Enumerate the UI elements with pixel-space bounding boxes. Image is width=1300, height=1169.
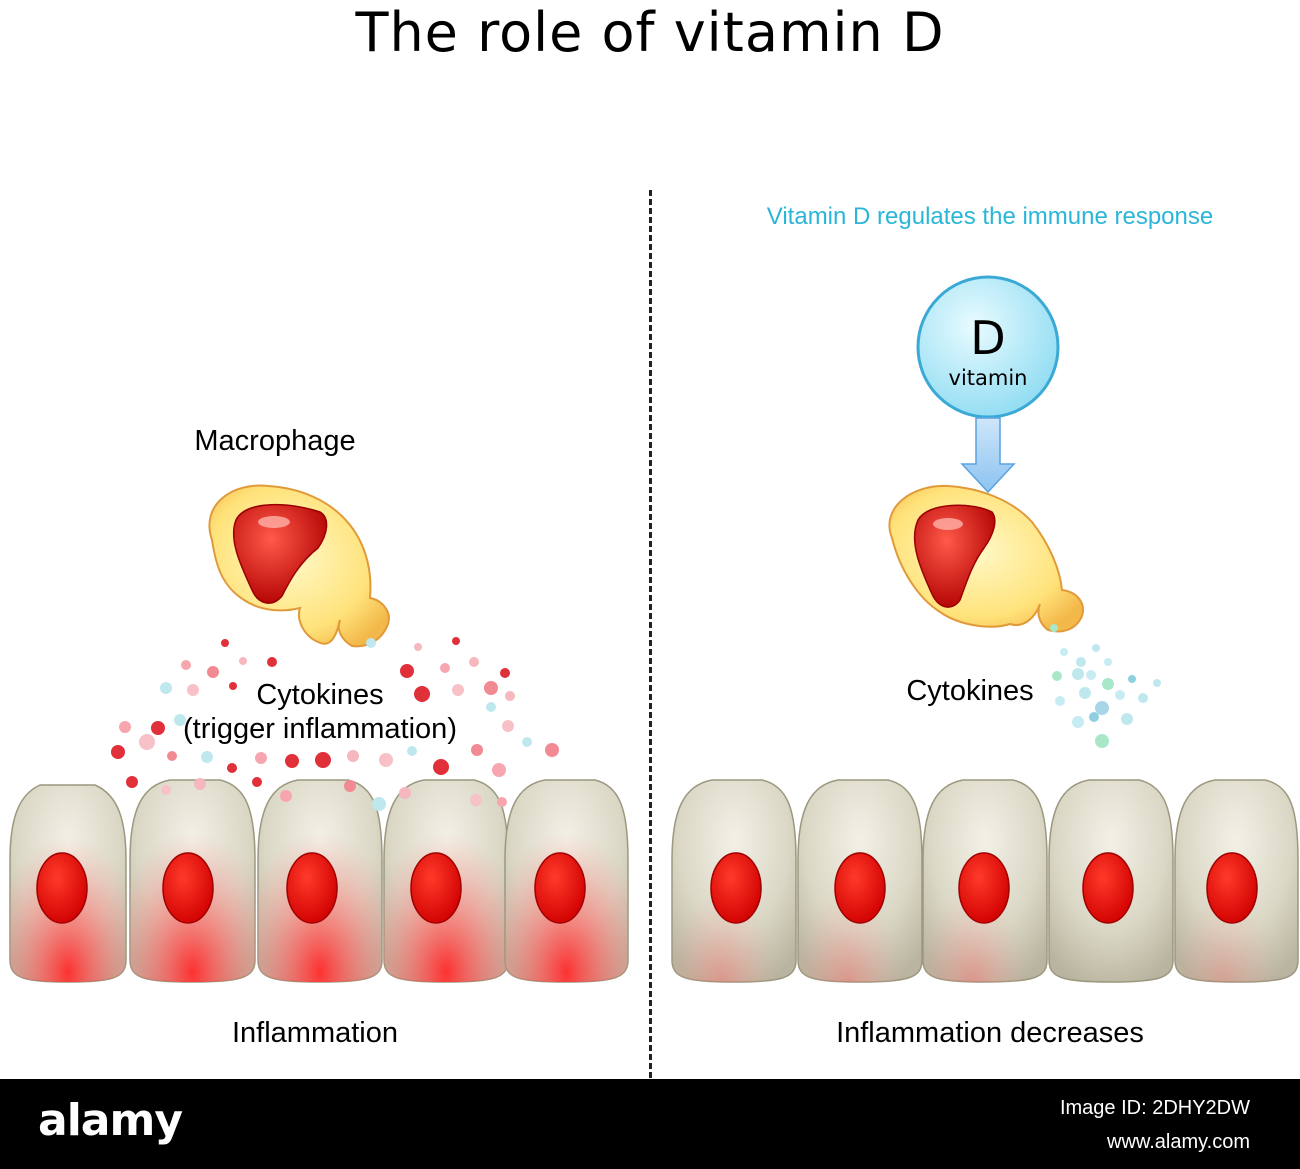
- epithelial-cell-inflamed: [129, 779, 256, 983]
- right-cell-row: [671, 779, 1299, 983]
- epithelial-cell-inflamed: [257, 779, 383, 983]
- epithelial-cell-inflamed: [504, 779, 629, 983]
- epithelial-cell: [1048, 779, 1174, 983]
- brand-logo: alamy: [38, 1095, 183, 1146]
- panel-divider: [649, 190, 652, 1078]
- cytokines-label-right: Cytokines: [906, 675, 1034, 707]
- vitamin-d-subtitle: Vitamin D regulates the immune response: [766, 203, 1214, 230]
- cytokines-note: (trigger inflammation): [183, 713, 457, 745]
- cytokines-particles-right: [1050, 624, 1161, 748]
- macrophage-cell: [888, 484, 1084, 633]
- left-cell-row: [9, 779, 629, 983]
- cytokines-label-left: Cytokines: [256, 679, 384, 711]
- image-id: Image ID: 2DHY2DW: [1059, 1097, 1250, 1119]
- epithelial-cell-inflamed: [9, 784, 127, 983]
- cytokines-particles-left: [111, 637, 559, 811]
- footer-bar: alamy Image ID: 2DHY2DW www.alamy.com: [0, 1079, 1300, 1169]
- inflammation-decreases-label: Inflammation decreases: [836, 1017, 1144, 1049]
- vitamin-word: vitamin: [948, 366, 1028, 390]
- vitamin-d-badge: [916, 275, 1060, 419]
- inflammation-label: Inflammation: [231, 1017, 398, 1049]
- epithelial-cell: [1174, 779, 1299, 983]
- page-title: The role of vitamin D: [355, 1, 945, 64]
- macrophage-label: Macrophage: [194, 425, 356, 457]
- epithelial-cell: [671, 779, 797, 983]
- down-arrow-icon: [960, 417, 1016, 494]
- vitamin-d-letter: D: [970, 311, 1006, 365]
- diagram-canvas: [9, 275, 1299, 983]
- epithelial-cell-inflamed: [383, 779, 509, 983]
- epithelial-cell: [797, 779, 923, 983]
- macrophage-cell: [208, 484, 390, 648]
- footer-url: www.alamy.com: [1107, 1131, 1250, 1153]
- epithelial-cell: [922, 779, 1048, 983]
